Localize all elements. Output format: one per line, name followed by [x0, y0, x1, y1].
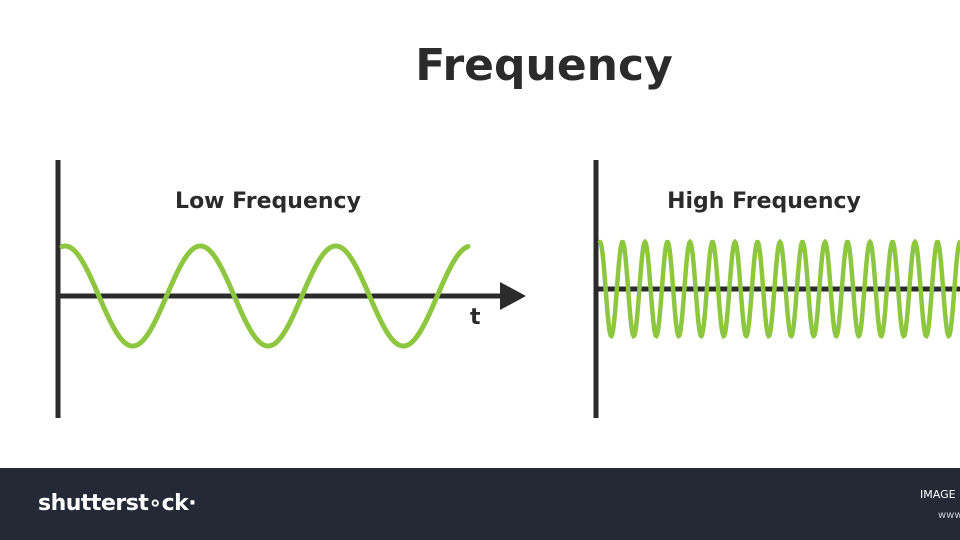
high-frequency-label: High Frequency — [667, 189, 861, 214]
footer-bar: shutterst∘ck· IMAGE www — [0, 468, 960, 540]
page-title: Frequency — [415, 40, 673, 91]
low-frequency-label: Low Frequency — [175, 189, 361, 214]
low-frequency-wave — [59, 243, 471, 349]
time-axis-label: t — [470, 305, 481, 330]
site-url[interactable]: www — [938, 510, 960, 521]
left-x-axis-arrowhead — [500, 282, 526, 310]
high-frequency-wave — [597, 238, 960, 339]
image-id-label: IMAGE — [920, 488, 956, 501]
waves-illustration — [55, 160, 960, 418]
brand-logo[interactable]: shutterst∘ck· — [38, 491, 197, 516]
